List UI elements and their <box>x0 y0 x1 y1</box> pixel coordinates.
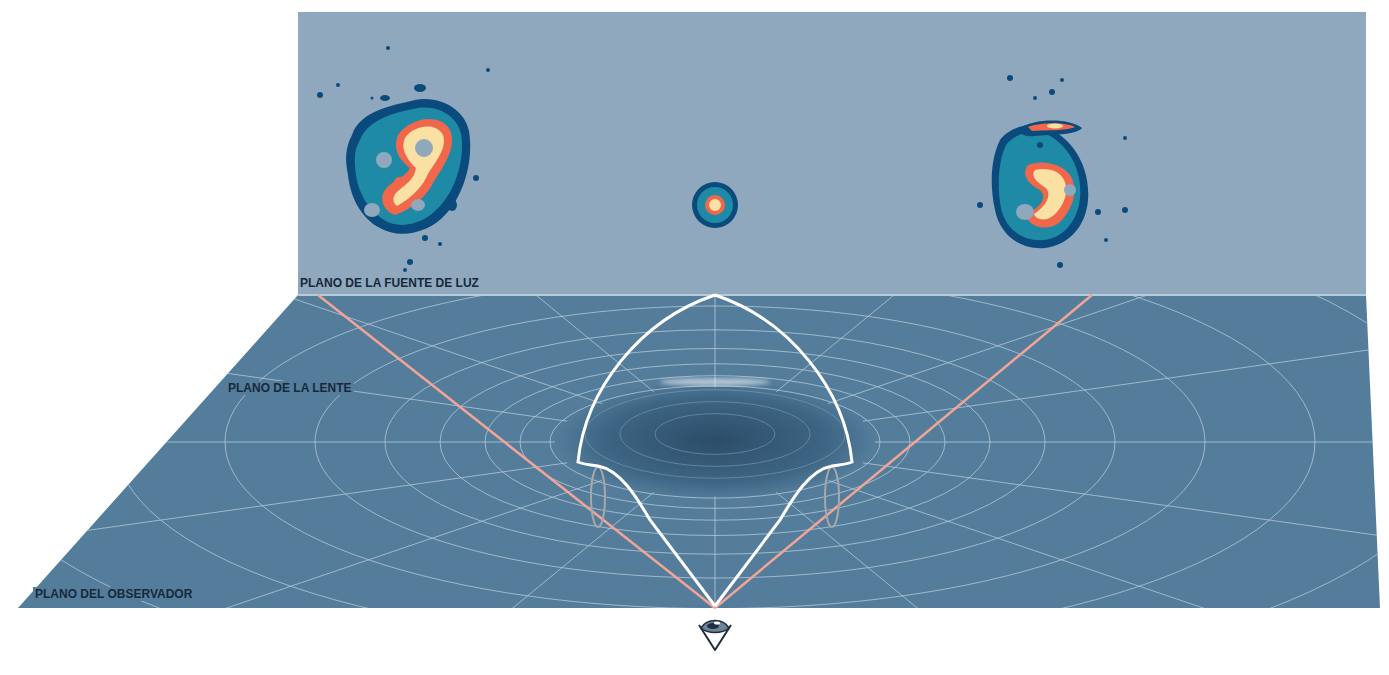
grid-spoke <box>0 463 567 624</box>
unlensed-ray <box>715 295 1092 608</box>
grid-spoke <box>0 260 567 421</box>
ray-loop <box>591 467 605 527</box>
grid-ring <box>620 402 810 467</box>
lensed-arc <box>660 378 770 386</box>
lens-plane <box>18 295 1380 608</box>
grid-spoke <box>0 105 602 403</box>
grid-spoke <box>776 492 1251 675</box>
grid-spoke <box>776 2 1251 392</box>
grid-ring <box>0 61 1389 675</box>
source-plane <box>298 12 1366 295</box>
grid-spoke <box>179 492 654 675</box>
unlensed-ray <box>318 295 715 608</box>
grid-spoke <box>179 2 654 392</box>
plane-label: PLANO DE LA LENTE <box>226 381 354 395</box>
lensed-ray <box>715 295 852 606</box>
gravity-well <box>555 380 875 500</box>
central-source <box>692 182 738 228</box>
grid-spoke <box>863 260 1389 421</box>
grid-ring <box>585 390 845 478</box>
grid-spoke <box>828 480 1389 675</box>
source-galaxy <box>977 75 1128 268</box>
grid-spoke <box>0 442 555 443</box>
grid-spoke <box>875 442 1389 443</box>
grid-spoke <box>863 463 1389 624</box>
grid-ring <box>0 190 1389 675</box>
ray-loop <box>825 467 839 527</box>
observer-eye <box>699 621 731 651</box>
grid-spoke <box>715 0 716 388</box>
source-galaxy <box>317 46 490 272</box>
grid-ring <box>655 414 775 455</box>
plane-label: PLANO DEL OBSERVADOR <box>33 587 194 601</box>
grid-spoke <box>0 480 602 675</box>
plane-label: PLANO DE LA FUENTE DE LUZ <box>298 276 481 290</box>
grid-ring <box>0 133 1389 675</box>
plane-edge <box>298 294 1366 296</box>
lensed-ray <box>578 295 715 606</box>
